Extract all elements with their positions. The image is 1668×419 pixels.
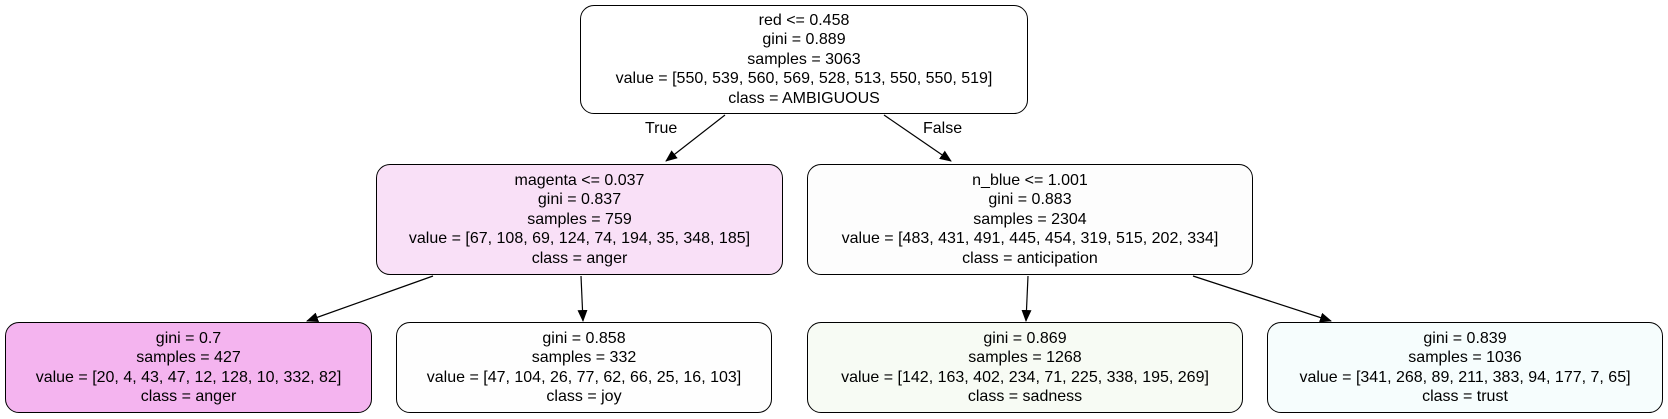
node-line-gini: gini = 0.889 bbox=[762, 31, 846, 49]
tree-leaf-lr: gini = 0.858 samples = 332 value = [47, … bbox=[396, 322, 772, 413]
node-line-value: value = [341, 268, 89, 211, 383, 94, 177… bbox=[1299, 368, 1631, 386]
edge-right-to-rl bbox=[1021, 275, 1032, 322]
tree-node-left: magenta <= 0.037 gini = 0.837 samples = … bbox=[376, 164, 783, 275]
node-line-gini: gini = 0.7 bbox=[155, 329, 222, 347]
node-line-value: value = [142, 163, 402, 234, 71, 225, 33… bbox=[841, 368, 1209, 386]
tree-leaf-ll: gini = 0.7 samples = 427 value = [20, 4,… bbox=[5, 322, 372, 413]
node-line-samples: samples = 332 bbox=[531, 349, 637, 366]
node-line-class: class = anger bbox=[140, 388, 237, 405]
node-line-class: class = trust bbox=[1422, 388, 1508, 405]
tree-node-right: n_blue <= 1.001 gini = 0.883 samples = 2… bbox=[807, 164, 1253, 275]
node-line-value: value = [47, 104, 26, 77, 62, 66, 25, 16… bbox=[426, 368, 742, 386]
edge-root-to-right bbox=[883, 114, 952, 162]
tree-leaf-rr: gini = 0.839 samples = 1036 value = [341… bbox=[1267, 322, 1663, 413]
node-line-gini: gini = 0.869 bbox=[983, 329, 1067, 347]
edge-label-true: True bbox=[645, 120, 678, 137]
edge-label-false: False bbox=[923, 120, 963, 137]
node-line-gini: gini = 0.839 bbox=[1423, 329, 1507, 347]
node-line-gini: gini = 0.837 bbox=[537, 191, 622, 209]
node-line-class: class = anticipation bbox=[962, 249, 1098, 267]
node-line-split: red <= 0.458 bbox=[758, 11, 850, 29]
node-line-class: class = joy bbox=[546, 388, 622, 405]
node-line-gini: gini = 0.883 bbox=[988, 191, 1072, 209]
node-line-class: class = sadness bbox=[967, 388, 1083, 405]
node-line-split: n_blue <= 1.001 bbox=[972, 171, 1088, 189]
node-line-samples: samples = 3063 bbox=[747, 50, 861, 68]
node-line-value: value = [67, 108, 69, 124, 74, 194, 35, … bbox=[408, 230, 751, 248]
node-line-class: class = AMBIGUOUS bbox=[728, 89, 880, 107]
node-line-samples: samples = 759 bbox=[527, 210, 632, 228]
edge-left-to-ll bbox=[306, 275, 434, 323]
edge-left-to-lr bbox=[577, 275, 588, 322]
node-line-samples: samples = 1036 bbox=[1408, 349, 1522, 366]
node-line-samples: samples = 1268 bbox=[968, 349, 1082, 366]
tree-node-root: red <= 0.458 gini = 0.889 samples = 3063… bbox=[580, 5, 1028, 114]
node-line-value: value = [20, 4, 43, 47, 12, 128, 10, 332… bbox=[35, 368, 342, 386]
edge-root-to-left bbox=[665, 114, 726, 162]
node-line-split: magenta <= 0.037 bbox=[514, 171, 645, 189]
node-line-value: value = [550, 539, 560, 569, 528, 513, 5… bbox=[615, 70, 993, 88]
node-line-gini: gini = 0.858 bbox=[542, 329, 626, 347]
tree-leaf-rl: gini = 0.869 samples = 1268 value = [142… bbox=[807, 322, 1243, 413]
edge-right-to-rr bbox=[1192, 275, 1332, 323]
node-line-value: value = [483, 431, 491, 445, 454, 319, 5… bbox=[841, 230, 1219, 248]
node-line-class: class = anger bbox=[531, 249, 628, 267]
node-line-samples: samples = 2304 bbox=[973, 210, 1087, 228]
node-line-samples: samples = 427 bbox=[136, 349, 241, 366]
